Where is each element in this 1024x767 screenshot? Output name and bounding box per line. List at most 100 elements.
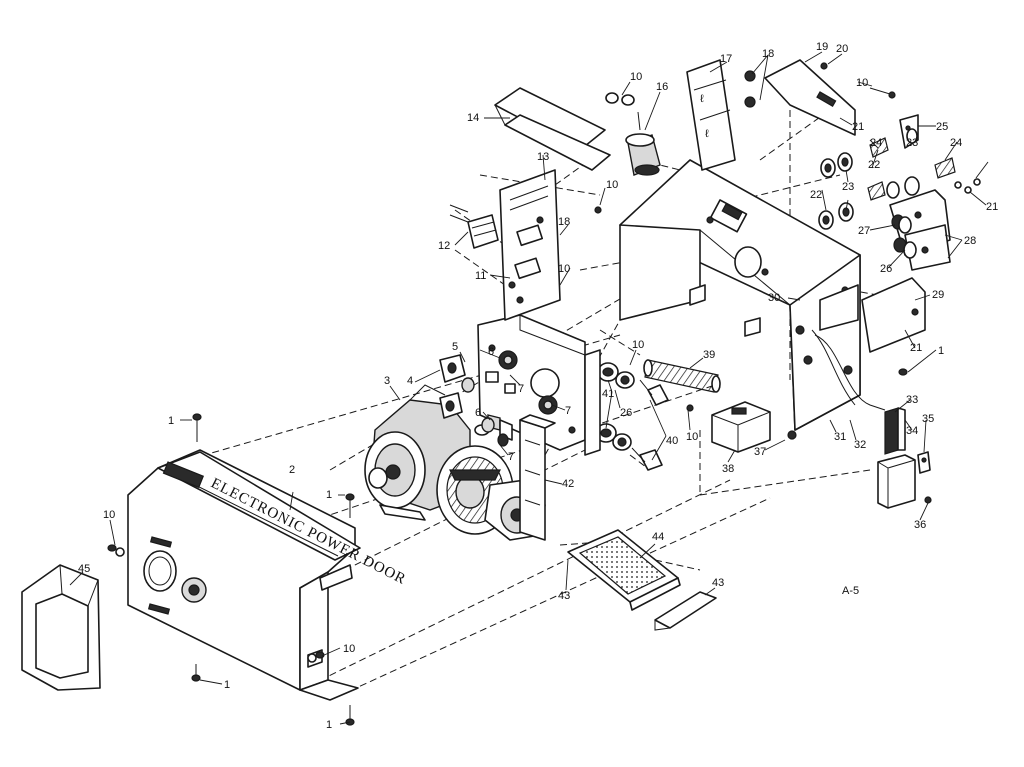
terminal-block-12 bbox=[449, 204, 499, 249]
bracket-29 bbox=[861, 277, 926, 353]
callout-10-plate: 10 bbox=[632, 339, 644, 351]
callout-10-upper-right: 10 bbox=[856, 77, 868, 89]
callout-22-b: 22 bbox=[810, 189, 822, 201]
bracket-35 bbox=[917, 451, 931, 474]
screw-10-top bbox=[605, 92, 635, 106]
screw-36 bbox=[924, 496, 932, 504]
callout-33: 33 bbox=[906, 394, 918, 406]
bottom-panel-43 bbox=[654, 591, 717, 631]
bracket-19 bbox=[764, 59, 856, 136]
callout-19: 19 bbox=[816, 41, 828, 53]
callout-3: 3 bbox=[384, 375, 390, 387]
gear-bracket-plate bbox=[474, 314, 586, 451]
callout-10-top: 10 bbox=[630, 71, 642, 83]
diagram-reference-code: A-5 bbox=[842, 585, 859, 597]
callout-43-left: 43 bbox=[558, 590, 570, 602]
callout-18-top: 18 bbox=[762, 48, 774, 60]
relay-33 bbox=[884, 407, 906, 455]
callout-23-b: 23 bbox=[906, 137, 918, 149]
callout-1-mid: 1 bbox=[326, 489, 332, 501]
callout-38: 38 bbox=[722, 463, 734, 475]
callout-23-a: 23 bbox=[842, 181, 854, 193]
screw-18 bbox=[744, 70, 756, 108]
callout-7-c: 7 bbox=[508, 451, 514, 463]
screw-1-bottom-left bbox=[191, 664, 201, 682]
callout-22-a: 22 bbox=[868, 159, 880, 171]
callout-45: 45 bbox=[78, 563, 90, 575]
callout-labels: 1 1 1 1 1 2 3 4 5 6 6 7 7 7 10 10 10 10 … bbox=[78, 41, 998, 731]
circuit-board bbox=[519, 414, 556, 541]
svg-text:ℓ: ℓ bbox=[705, 128, 709, 140]
callout-14: 14 bbox=[467, 112, 479, 124]
callout-43-right: 43 bbox=[712, 577, 724, 589]
transformer-38 bbox=[711, 401, 771, 453]
nuts-27 bbox=[891, 214, 917, 259]
plate-17: ℓ ℓ bbox=[686, 59, 736, 171]
callout-10-rear-top: 10 bbox=[606, 179, 618, 191]
screw-1-mid bbox=[345, 493, 355, 518]
callout-1-bottom-left: 1 bbox=[224, 679, 230, 691]
callout-1-bottom: 1 bbox=[326, 719, 332, 731]
callout-16: 16 bbox=[656, 81, 668, 93]
light-socket-16 bbox=[625, 111, 661, 176]
callout-18-board: 18 bbox=[558, 216, 570, 228]
screw-1-right bbox=[898, 368, 908, 376]
callout-11: 11 bbox=[475, 270, 486, 282]
callout-7-a: 7 bbox=[518, 383, 524, 395]
limit-switch-board bbox=[499, 169, 561, 321]
motor-mounts bbox=[439, 354, 475, 419]
callout-10-left: 10 bbox=[103, 509, 115, 521]
bottom-cover-44 bbox=[567, 529, 681, 611]
screw-37 bbox=[787, 430, 797, 440]
callout-36: 36 bbox=[914, 519, 926, 531]
bolts-40 bbox=[631, 379, 669, 471]
receiver-box-34 bbox=[877, 454, 916, 509]
adjustment-screws bbox=[818, 128, 956, 230]
screw-10-bottom bbox=[307, 651, 325, 663]
callout-32: 32 bbox=[854, 439, 866, 451]
callout-6-top: 6 bbox=[488, 346, 494, 358]
callout-21-top: 21 bbox=[852, 121, 864, 133]
callout-20: 20 bbox=[836, 43, 848, 55]
light-rail-14 bbox=[494, 87, 611, 171]
callout-10-board: 10 bbox=[558, 263, 570, 275]
callout-27: 27 bbox=[858, 225, 870, 237]
screw-1-top bbox=[192, 413, 202, 442]
callout-1-top: 1 bbox=[168, 415, 174, 427]
callout-40: 40 bbox=[666, 435, 678, 447]
callout-21-right: 21 bbox=[986, 201, 998, 213]
callout-12: 12 bbox=[438, 240, 450, 252]
callout-4: 4 bbox=[407, 375, 413, 387]
callout-26-a: 26 bbox=[620, 407, 632, 419]
callout-29: 29 bbox=[932, 289, 944, 301]
callout-37: 37 bbox=[754, 446, 766, 458]
callout-10-lower: 10 bbox=[686, 431, 698, 443]
callout-44: 44 bbox=[652, 531, 664, 543]
callout-35: 35 bbox=[922, 413, 934, 425]
callout-39: 39 bbox=[703, 349, 715, 361]
callout-31: 31 bbox=[834, 431, 846, 443]
callout-24-b: 24 bbox=[950, 137, 962, 149]
callout-1-right: 1 bbox=[938, 345, 944, 357]
callout-7-b: 7 bbox=[565, 405, 571, 417]
callout-10-bottom: 10 bbox=[343, 643, 355, 655]
callout-2: 2 bbox=[289, 464, 295, 476]
callout-24-a: 24 bbox=[870, 137, 882, 149]
callout-5: 5 bbox=[452, 341, 458, 353]
main-housing: ELECTRONIC POWER DOOR bbox=[127, 449, 409, 701]
callout-leaders bbox=[69, 51, 989, 725]
screw-20 bbox=[820, 62, 896, 99]
callout-42: 42 bbox=[562, 478, 574, 490]
callout-30: 30 bbox=[768, 292, 780, 304]
screw-10-left bbox=[107, 544, 125, 557]
callout-28: 28 bbox=[964, 235, 976, 247]
spring-part bbox=[643, 359, 721, 393]
bracket-28 bbox=[889, 189, 951, 271]
callout-21-lower: 21 bbox=[910, 342, 922, 354]
rear-frame-chassis bbox=[619, 159, 886, 431]
screw-21-right bbox=[954, 178, 981, 194]
callout-34: 34 bbox=[906, 425, 918, 437]
callout-17: 17 bbox=[720, 53, 732, 65]
callout-26-b: 26 bbox=[880, 263, 892, 275]
